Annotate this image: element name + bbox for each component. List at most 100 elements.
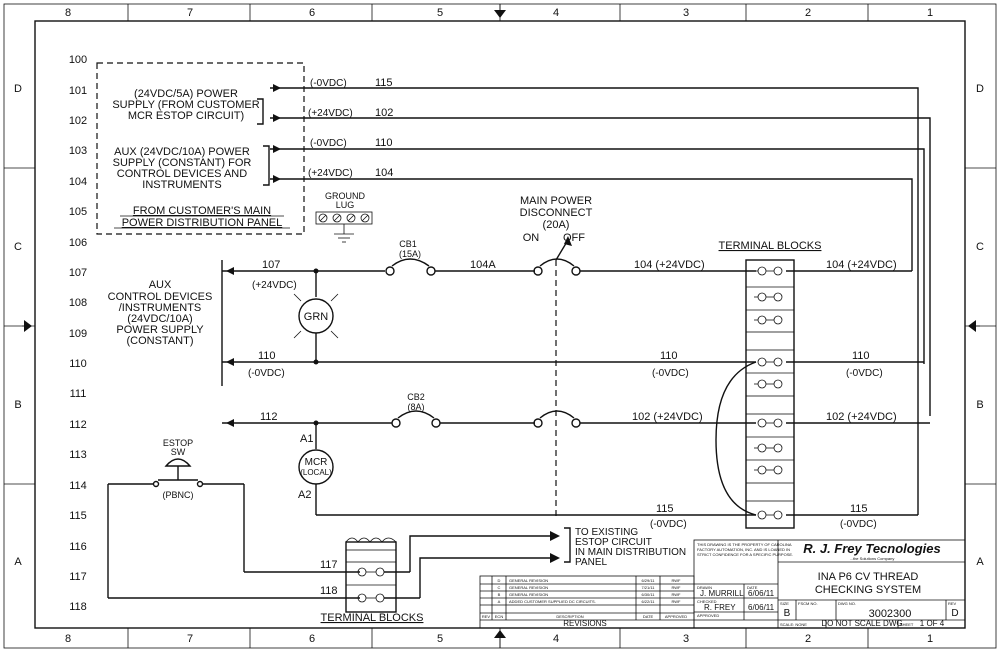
- arrow-left-icon: [226, 358, 234, 366]
- sheet-number: 1 OF 4: [920, 619, 945, 628]
- estop-switch: ESTOP SW (PBNC): [107, 438, 360, 599]
- wire-number: 112: [260, 411, 278, 423]
- label-line: INSTRUMENTS: [142, 179, 221, 191]
- sheet-size: B: [784, 608, 791, 619]
- rev-letter: B: [498, 592, 501, 597]
- jumper-wire: [715, 361, 757, 516]
- arrow-left-icon: [273, 84, 281, 92]
- wire-number: 115: [850, 503, 868, 515]
- wire-number: 115: [375, 77, 393, 89]
- rev-letter: D: [498, 578, 501, 583]
- wire-voltage-label: (-0VDC): [248, 368, 285, 379]
- supply-box-2-bracket: [263, 145, 270, 186]
- wire-number: 104 (+24VDC): [826, 259, 897, 271]
- label-line: MCR ESTOP CIRCUIT): [128, 110, 244, 122]
- rung-number: 100: [69, 54, 87, 66]
- aux-supply-label: AUX CONTROL DEVICES /INSTRUMENTS (24VDC/…: [108, 279, 213, 347]
- revision-row: B GENERAL REVISION 6/30/11 RWF: [498, 592, 681, 597]
- rung-number: 105: [69, 206, 87, 218]
- label-line: (24VDC/5A) POWER: [134, 88, 238, 100]
- rung-number: 111: [70, 388, 87, 400]
- wire-number: 110: [258, 350, 276, 362]
- col-label: 2: [805, 7, 811, 19]
- size-label: SIZE: [780, 601, 789, 606]
- rev-desc: GENERAL REVISION: [509, 592, 548, 597]
- to-existing-estop-label: TO EXISTING ESTOP CIRCUIT IN MAIN DISTRI…: [575, 527, 686, 568]
- breaker-rating: (15A): [399, 249, 421, 259]
- wire-voltage-label: (-0VDC): [846, 368, 883, 379]
- drawing-number: 3002300: [869, 608, 912, 620]
- arrow-up-icon: [494, 630, 506, 638]
- coil-label: MCR: [305, 457, 328, 468]
- label-line: /INSTRUMENTS: [119, 302, 202, 314]
- wire-voltage-label: (-0VDC): [652, 368, 689, 379]
- wire-voltage-label: (-0VDC): [310, 138, 347, 149]
- arrow-right-icon: [550, 531, 560, 541]
- label-line: CONTROL DEVICES: [108, 291, 213, 303]
- checked-date: 6/06/11: [748, 603, 775, 612]
- row-label: C: [976, 241, 984, 253]
- rung-number: 115: [69, 510, 87, 522]
- rung-number: 103: [69, 145, 87, 157]
- label-line: MAIN POWER: [520, 195, 592, 207]
- arrow-icon: [564, 236, 572, 246]
- row-label: A: [14, 556, 22, 568]
- supply-wires: [270, 84, 931, 515]
- rung-number: 112: [69, 419, 87, 431]
- supply-box-1-label: (24VDC/5A) POWER SUPPLY (FROM CUSTOMER M…: [112, 88, 259, 122]
- terminal-block-strip-right: TERMINAL BLOCKS: [715, 240, 821, 529]
- rung-number: 109: [69, 328, 87, 340]
- wire-number: 118: [320, 585, 338, 597]
- revision-letter: D: [951, 608, 958, 619]
- column-labels-top: 8 7 6 5 4 3 2 1: [65, 7, 933, 19]
- arrow-left-icon: [226, 419, 234, 427]
- drawn-by: J. MURRILL: [700, 589, 744, 598]
- terminal-blocks-label: TERMINAL BLOCKS: [321, 612, 424, 624]
- label-line: SUPPLY (CONSTANT) FOR: [113, 157, 252, 169]
- rung-numbers: 100 101 102 103 104 105 106 107 108 109 …: [69, 54, 87, 613]
- col-label: 7: [187, 633, 193, 645]
- wire-number: 110: [852, 350, 870, 362]
- date-label: DATE: [747, 585, 758, 590]
- label-line: SUPPLY (FROM CUSTOMER: [112, 99, 259, 111]
- main-power-disconnect: MAIN POWER DISCONNECT (20A) ON OFF: [520, 195, 593, 520]
- col-label: 5: [437, 633, 443, 645]
- proprietary-notice: FACTORY AUTOMATION, INC. AND IS LOANED I…: [697, 547, 790, 552]
- wire-voltage-label: (+24VDC): [308, 168, 353, 179]
- mcr-coil: A1 MCR (LOCAL) A2 115 (-0VDC) 115 (-0VDC…: [298, 423, 918, 530]
- label-line: PANEL: [575, 557, 607, 568]
- rung-number: 118: [69, 601, 87, 613]
- revision-row: D GENERAL REVISION 6/29/11 RWF: [498, 578, 682, 583]
- label-line: GROUND: [325, 191, 365, 201]
- drawn-date: 6/06/11: [748, 589, 775, 598]
- company-name: R. J. Frey Tecnologies: [803, 541, 941, 556]
- row-label: D: [976, 83, 984, 95]
- rev-date: 6/29/11: [641, 578, 655, 583]
- wire-number: 115: [656, 503, 674, 515]
- desc-header: DESCRIPTION: [556, 614, 583, 619]
- rev-approved: RWF: [671, 578, 681, 583]
- row-label: B: [14, 399, 21, 411]
- label-line: ESTOP: [163, 438, 193, 448]
- wire-number: 104A: [470, 259, 496, 271]
- col-label: 4: [553, 7, 559, 19]
- label-line: POWER DISTRIBUTION PANEL: [122, 217, 283, 229]
- rev-letter: A: [498, 599, 501, 604]
- arrow-left-icon: [273, 114, 281, 122]
- fscm-label: FSCM NO.: [798, 601, 818, 606]
- rung-number: 102: [69, 115, 87, 127]
- label-line: DISCONNECT: [520, 207, 593, 219]
- label-line: (20A): [543, 219, 570, 231]
- label-line: CONTROL DEVICES AND: [117, 168, 247, 180]
- rung-110: 110 (-0VDC) 110 (-0VDC) 110 (-0VDC): [222, 350, 924, 379]
- breaker-label: CB1: [399, 239, 417, 249]
- col-label: 3: [683, 7, 689, 19]
- company-tagline: ...the Solutions Company: [850, 556, 895, 561]
- label-line: (CONSTANT): [126, 335, 193, 347]
- wire-voltage-label: (+24VDC): [252, 280, 297, 291]
- rung-number: 114: [69, 480, 87, 492]
- approved-label: APPROVED: [697, 613, 719, 618]
- proprietary-notice: THIS DRAWING IS THE PROPERTY OF CAROLINA: [697, 542, 792, 547]
- title-block: THIS DRAWING IS THE PROPERTY OF CAROLINA…: [693, 539, 966, 629]
- do-not-scale: DO NOT SCALE DWG: [821, 619, 902, 628]
